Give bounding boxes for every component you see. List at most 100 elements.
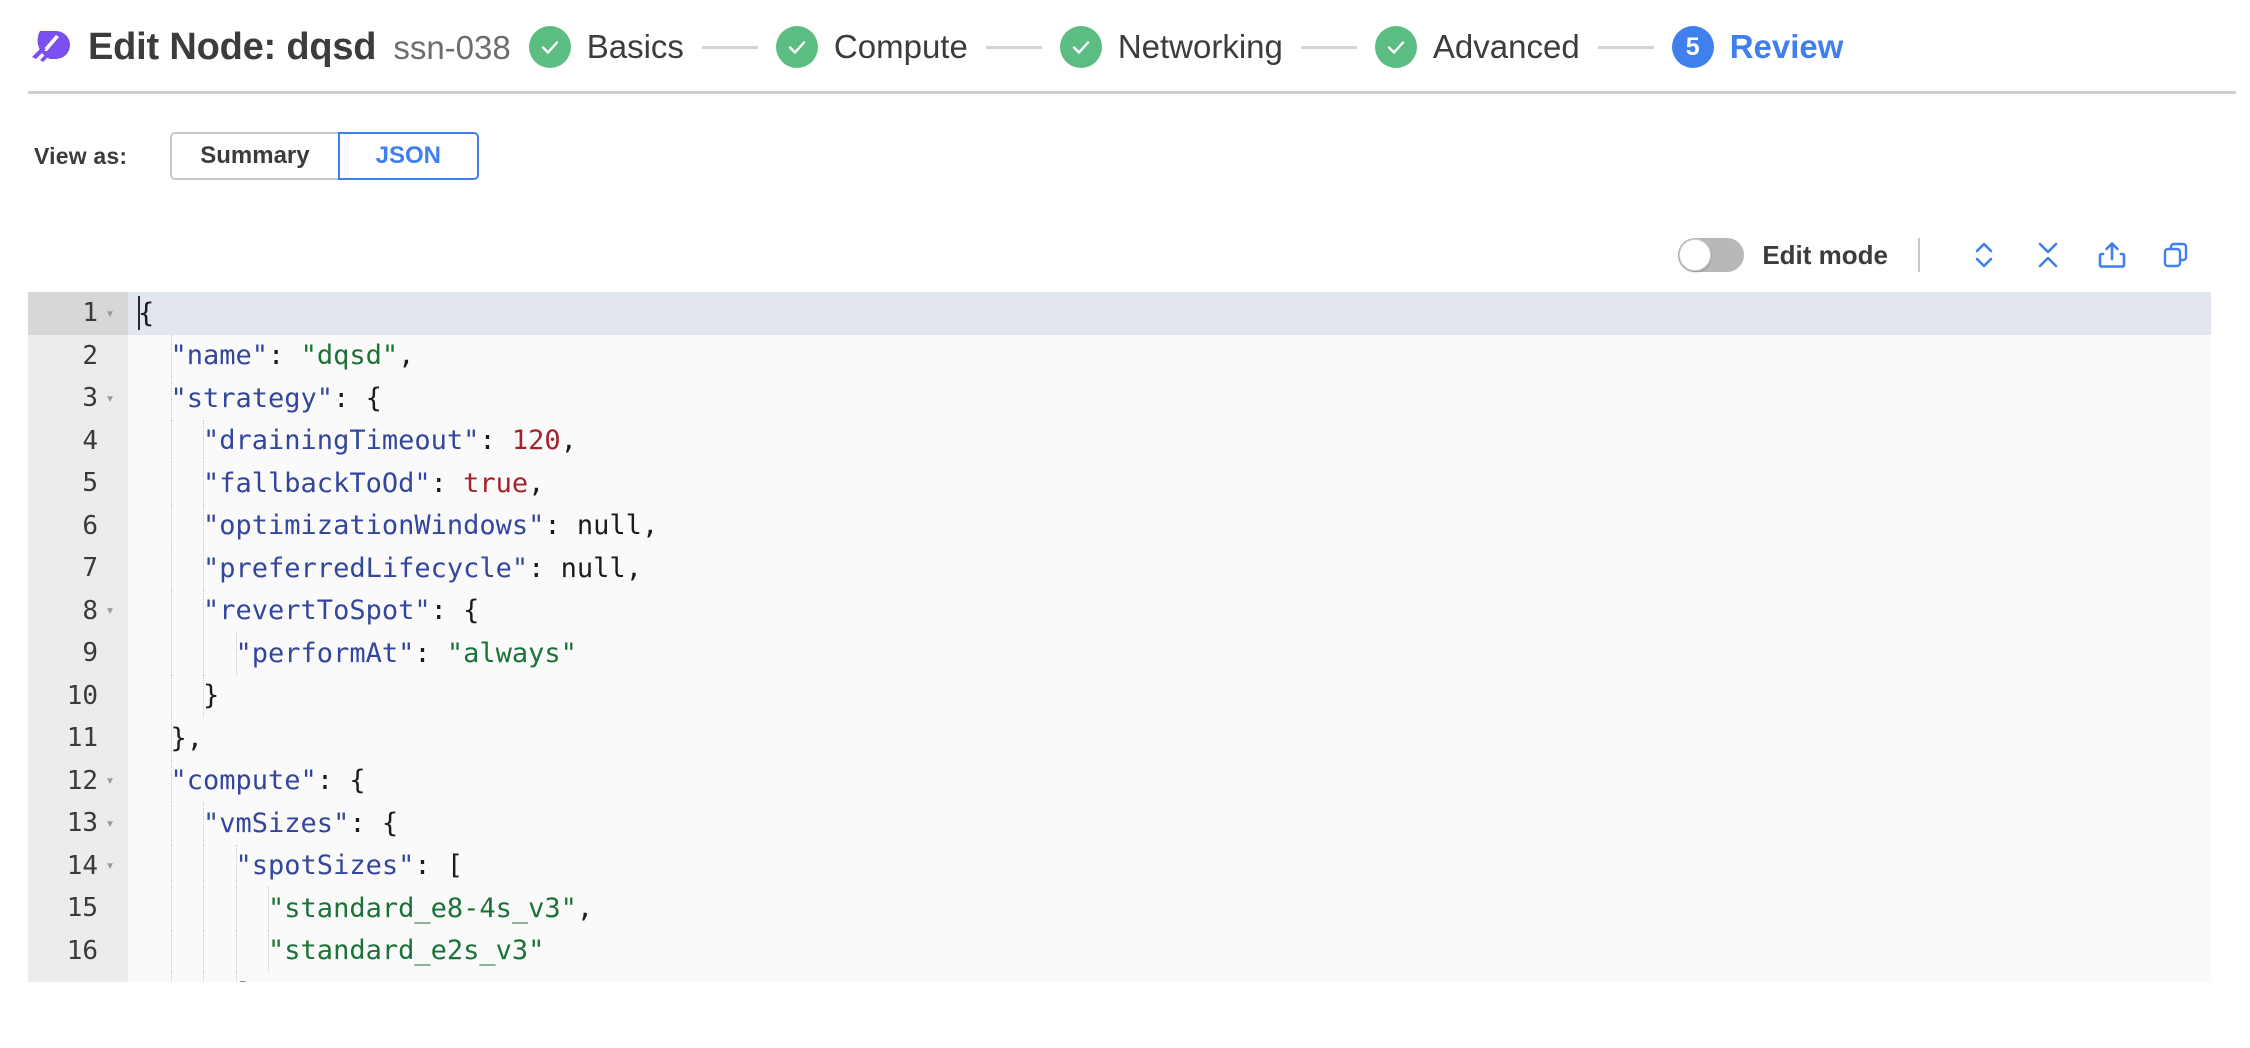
fold-toggle-icon[interactable]: ▾ <box>105 771 115 790</box>
indent-guide <box>170 717 172 760</box>
indent-guide <box>203 802 204 845</box>
fold-toggle-icon[interactable]: ▾ <box>105 813 115 832</box>
view-as-json-button[interactable]: JSON <box>337 132 479 180</box>
copy-icon[interactable] <box>2150 233 2202 277</box>
line-gutter: 9▾ <box>28 632 128 675</box>
json-editor[interactable]: 1▾{2▾ "name": "dqsd",3▾ "strategy": {4▾ … <box>28 292 2211 982</box>
indent-guide <box>170 887 172 930</box>
code-line[interactable]: 12▾ "compute": { <box>28 759 2211 802</box>
indent-guide <box>235 887 237 930</box>
fold-toggle-icon[interactable]: ▾ <box>105 388 115 407</box>
token-str: "dqsd" <box>300 340 399 372</box>
code-line[interactable]: 2▾ "name": "dqsd", <box>28 334 2211 377</box>
code-line[interactable]: 6▾ "optimizationWindows": null, <box>28 504 2211 547</box>
line-gutter: 2▾ <box>28 334 128 377</box>
code-text: "strategy": { <box>128 377 2211 420</box>
token-punc: { <box>138 297 155 329</box>
indent-guide <box>235 929 237 972</box>
code-line[interactable]: 13▾ "vmSizes": { <box>28 802 2211 845</box>
indent-guide <box>203 589 204 632</box>
token-punc: : { <box>430 595 480 627</box>
code-text: }, <box>128 717 2211 760</box>
code-line[interactable]: 9▾ "performAt": "always" <box>28 632 2211 675</box>
token-key: "fallbackToOd" <box>138 467 431 499</box>
toolbar-divider <box>1918 238 1920 272</box>
step-badge-advanced <box>1374 26 1417 68</box>
code-line[interactable]: 4▾ "drainingTimeout": 120, <box>28 419 2211 462</box>
line-gutter: 16▾ <box>28 929 128 972</box>
step-networking[interactable]: Networking <box>1059 26 1283 68</box>
token-str: "standard_e2s_v3" <box>138 935 545 967</box>
line-number: 5 <box>82 468 98 499</box>
view-as-row: View as: Summary JSON <box>0 94 2250 180</box>
indent-guide <box>203 462 204 505</box>
code-text: "drainingTimeout": 120, <box>128 419 2211 462</box>
token-punc: : [ <box>414 850 464 882</box>
edit-mode-toggle[interactable] <box>1678 238 1745 272</box>
line-number: 6 <box>82 510 98 541</box>
code-text: "name": "dqsd", <box>128 334 2211 377</box>
line-number: 14 <box>66 850 98 881</box>
code-line[interactable]: 10▾ } <box>28 674 2211 717</box>
indent-guide <box>235 844 237 887</box>
token-key: "optimizationWindows" <box>138 510 545 542</box>
line-number: 2 <box>82 340 98 371</box>
step-review[interactable]: 5 Review <box>1671 26 1843 68</box>
view-as-summary-button[interactable]: Summary <box>170 132 338 180</box>
indent-guide <box>203 844 204 887</box>
code-line[interactable]: 3 ▾ "strategy": { <box>28 377 2211 420</box>
code-line[interactable]: 8▾ "revertToSpot": { <box>28 589 2211 632</box>
token-punc: : <box>544 510 577 542</box>
indent-guide <box>203 419 204 462</box>
code-line[interactable]: 1▾{ <box>28 292 2211 335</box>
line-number: 17 <box>67 980 98 982</box>
token-punc: , <box>398 340 415 372</box>
step-label-basics: Basics <box>586 28 684 65</box>
token-punc: : <box>430 467 464 499</box>
line-gutter: 17▾ <box>28 972 128 982</box>
indent-guide <box>235 632 237 675</box>
code-line[interactable]: 17▾ ], <box>28 972 2211 982</box>
token-str: "always" <box>446 637 577 669</box>
fold-toggle-icon[interactable]: ▾ <box>105 303 115 322</box>
collapse-all-icon[interactable] <box>2022 233 2074 277</box>
code-line[interactable]: 5▾ "fallbackToOd": true, <box>28 462 2211 505</box>
header-divider <box>28 91 2236 94</box>
text-caret <box>138 296 140 330</box>
code-line[interactable]: 14 ▾ "spotSizes": [ <box>28 844 2211 887</box>
code-text: ], <box>128 972 2211 982</box>
code-text: "standard_e2s_v3" <box>128 929 2211 972</box>
line-gutter: 13▾ <box>28 802 128 845</box>
token-num: 120 <box>511 425 561 457</box>
edit-mode-label: Edit mode <box>1762 239 1888 270</box>
code-line[interactable]: 16▾ "standard_e2s_v3" <box>28 929 2211 972</box>
code-line[interactable]: 7▾ "preferredLifecycle": null, <box>28 547 2211 590</box>
export-icon[interactable] <box>2086 233 2138 277</box>
step-advanced[interactable]: Advanced <box>1374 26 1580 68</box>
code-line[interactable]: 11▾ }, <box>28 717 2211 760</box>
step-compute[interactable]: Compute <box>775 26 968 68</box>
fold-toggle-icon[interactable]: ▾ <box>105 856 115 875</box>
expand-all-icon[interactable] <box>1958 233 2010 277</box>
line-number: 11 <box>66 723 98 754</box>
step-basics[interactable]: Basics <box>528 26 684 68</box>
node-id: ssn-038 <box>393 28 511 66</box>
indent-guide <box>203 929 204 972</box>
code-line[interactable]: 15▾ "standard_e8-4s_v3", <box>28 887 2211 930</box>
step-connector <box>701 45 758 49</box>
token-punc: , <box>560 425 577 457</box>
code-text: "standard_e8-4s_v3", <box>128 887 2211 930</box>
code-text: { <box>128 292 2211 335</box>
code-text: "spotSizes": [ <box>128 844 2211 887</box>
line-gutter: 12▾ <box>28 759 128 802</box>
code-text: "revertToSpot": { <box>128 589 2211 632</box>
line-number: 16 <box>66 935 98 966</box>
title-block: Edit Node: dqsd ssn-038 <box>88 26 511 69</box>
line-number: 3 <box>82 383 98 414</box>
line-gutter: 11▾ <box>28 717 128 760</box>
step-badge-basics <box>528 26 571 68</box>
fold-toggle-icon[interactable]: ▾ <box>105 601 115 620</box>
indent-guide <box>170 632 172 675</box>
indent-guide <box>170 929 172 972</box>
token-key: "drainingTimeout" <box>138 425 480 457</box>
